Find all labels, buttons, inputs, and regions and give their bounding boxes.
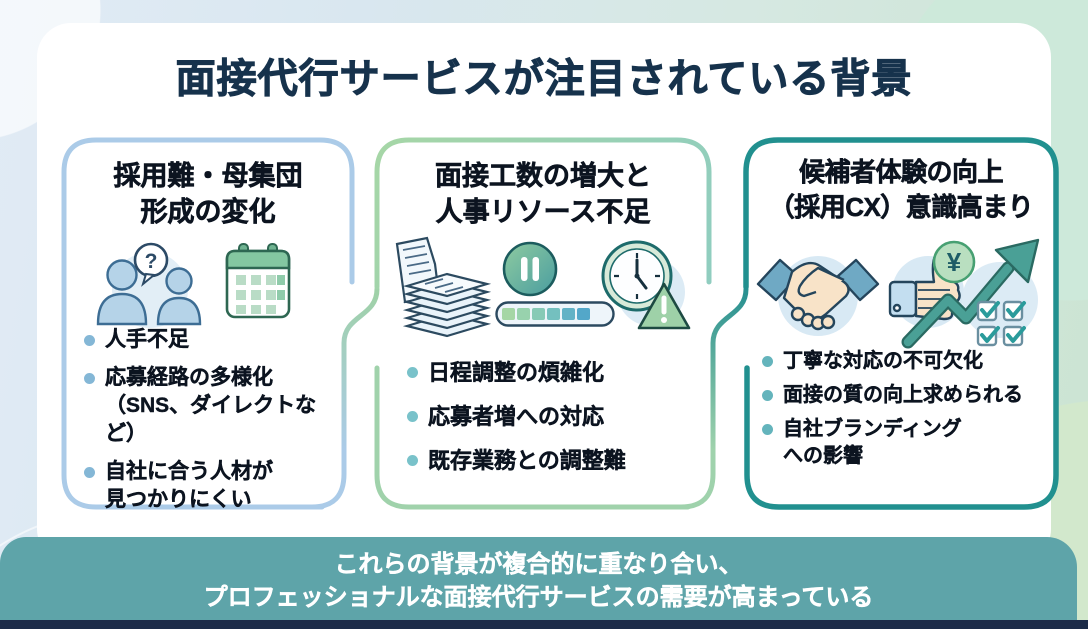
- conclusion-bar: [0, 537, 1077, 629]
- svg-text:¥: ¥: [947, 247, 962, 277]
- card-recruitment-difficulty: 採用難・母集団形成の変化 ? 人手不足 応募経路の多様化（SNS、ダイレクトなど…: [64, 140, 352, 511]
- growth-arrow-icon: [901, 238, 1040, 349]
- calendar-icon: [225, 243, 291, 319]
- svg-text:?: ?: [145, 250, 158, 273]
- pause-icon: [502, 241, 558, 297]
- list-item: 応募者増への対応: [407, 402, 699, 431]
- list-item: 日程調整の煩雑化: [407, 358, 699, 387]
- card-candidate-experience: 候補者体験の向上（採用CX）意識高まり: [746, 140, 1056, 507]
- card-interview-workload: 面接工数の増大と人事リソース不足: [377, 140, 709, 507]
- card1-heading: 採用難・母集団形成の変化: [113, 161, 303, 228]
- yen-coin-icon: ¥: [932, 240, 976, 284]
- list-item: 応募経路の多様化（SNS、ダイレクトなど）: [84, 364, 346, 448]
- card3-bullet-list: 丁寧な対応の不可欠化 面接の質の向上求められる 自社ブランディングへの影響: [762, 348, 1052, 477]
- document-stack-icon: [395, 236, 492, 338]
- bullet-dot: [762, 356, 773, 367]
- card2-bullet-list: 日程調整の煩雑化 応募者増への対応 既存業務との調整難: [407, 358, 699, 490]
- bullet-dot: [407, 411, 418, 422]
- clock-warning-icon: [601, 240, 691, 330]
- list-item: 自社ブランディングへの影響: [762, 416, 1052, 470]
- card3-heading: 候補者体験の向上（採用CX）意識高まり: [768, 157, 1034, 223]
- card2-border: [374, 137, 712, 290]
- list-item: 人手不足: [84, 326, 346, 354]
- bottom-strip: [0, 620, 1088, 629]
- bullet-dot: [762, 390, 773, 401]
- progress-bar-icon: [495, 301, 615, 327]
- bullet-dot: [84, 335, 95, 346]
- conclusion-text: これらの背景が複合的に重なり合い、プロフェッショナルな面接代行サービスの需要が高…: [203, 551, 874, 611]
- list-item: 自社に合う人材が見つかりにくい: [84, 458, 346, 514]
- list-item: 丁寧な対応の不可欠化: [762, 348, 1052, 375]
- list-item: 既存業務との調整難: [407, 446, 699, 475]
- card1-border: [61, 137, 355, 510]
- handshake-icon: [756, 258, 880, 331]
- card1-bullet-list: 人手不足 応募経路の多様化（SNS、ダイレクトなど） 自社に合う人材が見つかりに…: [84, 326, 346, 524]
- bullet-dot: [84, 373, 95, 384]
- card2-heading: 面接工数の増大と人事リソース不足: [435, 161, 652, 228]
- list-item: 面接の質の向上求められる: [762, 382, 1052, 409]
- page-title: 面接代行サービスが注目されている背景: [175, 57, 913, 102]
- bullet-dot: [407, 367, 418, 378]
- people-question-icon: ?: [96, 242, 202, 328]
- bullet-dot: [407, 455, 418, 466]
- bullet-dot: [762, 424, 773, 435]
- candidate-experience-icons: ¥: [756, 238, 1040, 349]
- bullet-dot: [84, 467, 95, 478]
- card3-border: [743, 137, 1059, 510]
- checkboxes-icon: [976, 300, 1026, 347]
